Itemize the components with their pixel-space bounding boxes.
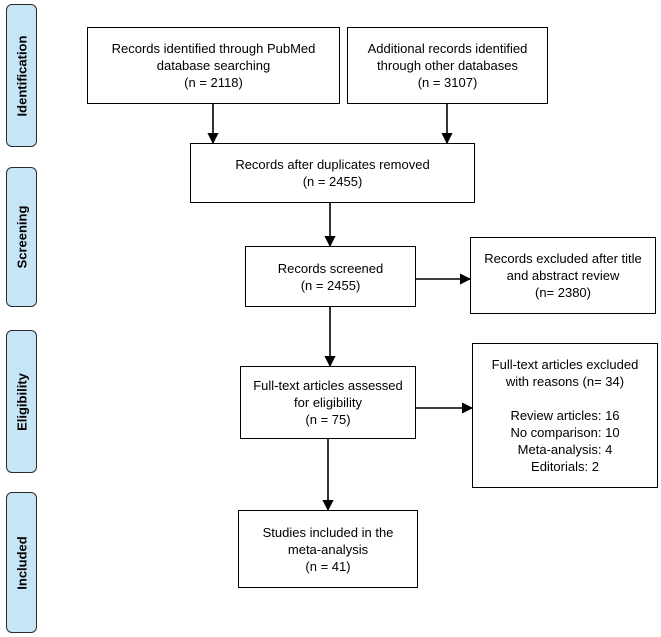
reason-no-comparison: No comparison: 10: [510, 425, 620, 440]
pubmed-line-2: database searching: [156, 58, 271, 73]
otherdb-line-1: Additional records identified: [367, 41, 528, 56]
fulltext-line-1: Full-text articles assessed: [253, 378, 403, 393]
phase-identification: Identification: [6, 4, 37, 147]
box-fulltext-assessed: Full-text articles assessed for eligibil…: [240, 366, 416, 439]
phase-included: Included: [6, 492, 37, 633]
phase-eligibility: Eligibility: [6, 330, 37, 473]
included-line-1: Studies included in the: [262, 524, 394, 540]
pubmed-count: (n = 2118): [184, 75, 243, 90]
box-excluded-title-abstract: Records excluded after title and abstrac…: [470, 237, 656, 314]
box-pubmed-records: Records identified through PubMed databa…: [87, 27, 340, 104]
phase-screening: Screening: [6, 167, 37, 307]
otherdb-count: (n = 3107): [417, 75, 478, 90]
box-fulltext-excluded: Full-text articles excluded with reasons…: [472, 343, 658, 488]
screened-count: (n = 2455): [300, 277, 361, 293]
included-line-2: meta-analysis: [287, 541, 369, 557]
box-studies-included: Studies included in the meta-analysis (n…: [238, 510, 418, 588]
reason-meta-analysis: Meta-analysis: 4: [517, 442, 613, 457]
reason-editorials: Editorials: 2: [531, 459, 599, 474]
included-count: (n = 41): [305, 558, 351, 574]
excluded-title-line-2: and abstract review: [506, 268, 620, 283]
box-duplicates-removed: Records after duplicates removed (n = 24…: [190, 143, 475, 203]
screened-line-1: Records screened: [277, 260, 384, 276]
box-other-database-records: Additional records identified through ot…: [347, 27, 548, 104]
excluded-title-count: (n= 2380): [534, 285, 591, 300]
reason-review-articles: Review articles: 16: [510, 408, 620, 423]
duplicates-count: (n = 2455): [302, 174, 363, 189]
excluded-title-line-1: Records excluded after title: [484, 251, 642, 266]
fulltext-excluded-line-1: Full-text articles excluded: [491, 357, 639, 372]
fulltext-excluded-line-2: with reasons (n= 34): [505, 374, 625, 389]
pubmed-line-1: Records identified through PubMed: [111, 41, 316, 56]
fulltext-line-2: for eligibility: [294, 395, 362, 410]
duplicates-line-1: Records after duplicates removed: [235, 157, 430, 172]
box-records-screened: Records screened (n = 2455): [245, 246, 416, 307]
fulltext-count: (n = 75): [305, 412, 351, 427]
otherdb-line-2: through other databases: [377, 58, 518, 73]
